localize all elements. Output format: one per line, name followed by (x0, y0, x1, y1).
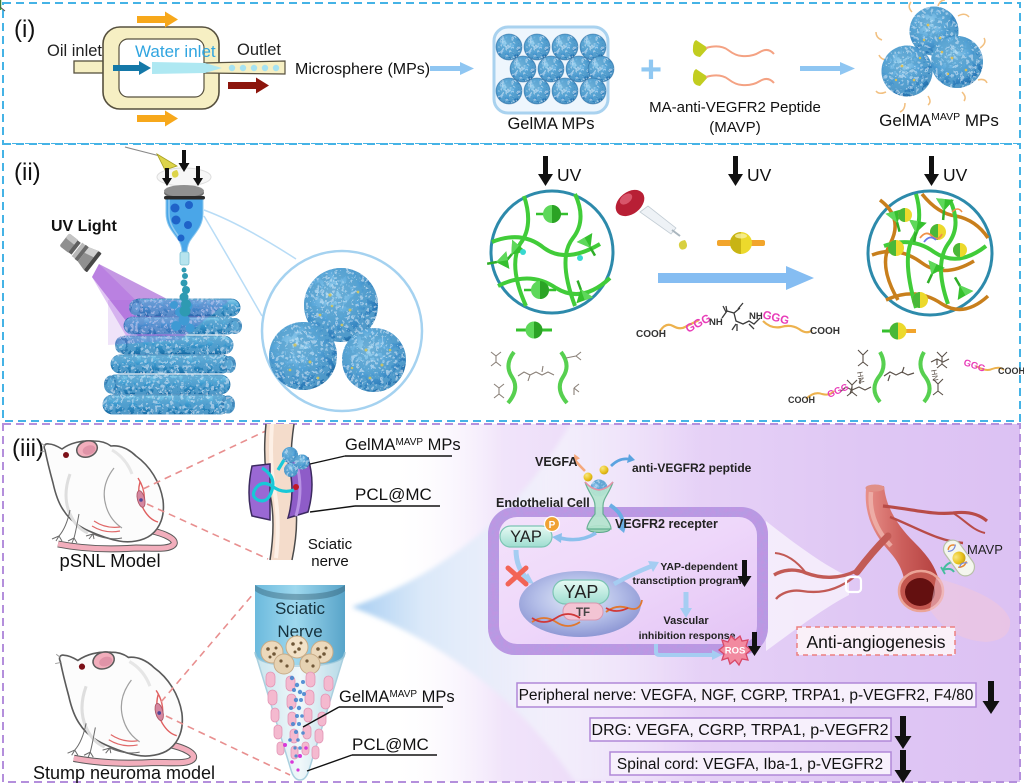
svg-text:UV Light: UV Light (51, 218, 117, 235)
svg-text:Water inlet: Water inlet (135, 42, 216, 61)
svg-text:HN: HN (855, 371, 866, 384)
svg-text:Endothelial Cell: Endothelial Cell (496, 496, 590, 510)
svg-text:Peripheral nerve: VEGFA, NGF,: Peripheral nerve: VEGFA, NGF, CGRP, TRPA… (519, 687, 974, 704)
svg-text:MA-anti-VEGFR2 Peptide: MA-anti-VEGFR2 Peptide (649, 99, 821, 116)
svg-text:UV: UV (557, 165, 582, 185)
svg-text:Vascular: Vascular (663, 615, 709, 627)
svg-text:HN: HN (929, 369, 940, 382)
svg-text:(iii): (iii) (12, 435, 44, 462)
svg-text:YAP: YAP (510, 528, 542, 546)
svg-text:VEGFA: VEGFA (535, 455, 577, 469)
svg-text:GelMAMAVP MPs: GelMAMAVP MPs (345, 436, 461, 454)
svg-text:Nerve: Nerve (277, 622, 322, 641)
svg-text:Stump neuroma model: Stump neuroma model (33, 763, 215, 783)
svg-text:(MAVP): (MAVP) (709, 119, 760, 136)
svg-text:COOH: COOH (636, 329, 666, 340)
svg-text:GelMAMAVP MPs: GelMAMAVP MPs (879, 111, 999, 130)
svg-text:inhibition response: inhibition response (639, 630, 736, 642)
svg-text:PCL@MC: PCL@MC (355, 485, 432, 504)
svg-text:(i): (i) (14, 16, 35, 43)
svg-text:Oil inlet: Oil inlet (47, 42, 102, 60)
svg-text:VEGFR2 recepter: VEGFR2 recepter (615, 517, 718, 531)
svg-text:Anti-angiogenesis: Anti-angiogenesis (806, 632, 945, 652)
svg-text:MAVP: MAVP (967, 542, 1003, 557)
svg-text:YAP: YAP (564, 582, 599, 602)
svg-text:COOH: COOH (788, 395, 815, 405)
svg-text:Spinal cord: VEGFA, Iba-1, p-V: Spinal cord: VEGFA, Iba-1, p-VEGFR2 (617, 756, 883, 773)
svg-text:COOH: COOH (810, 326, 840, 337)
svg-text:TF: TF (576, 607, 590, 619)
svg-text:YAP-dependent: YAP-dependent (660, 561, 738, 573)
svg-text:pSNL Model: pSNL Model (59, 550, 160, 571)
svg-text:(ii): (ii) (14, 159, 41, 186)
svg-text:Sciatic: Sciatic (275, 599, 326, 618)
svg-text:ROS: ROS (725, 646, 746, 657)
svg-text:+: + (640, 49, 662, 91)
svg-text:NH: NH (709, 317, 723, 328)
svg-text:P: P (549, 520, 556, 531)
svg-text:COOH: COOH (998, 366, 1024, 376)
svg-text:GelMAMAVP MPs: GelMAMAVP MPs (339, 688, 455, 706)
svg-text:GelMA MPs: GelMA MPs (507, 115, 594, 133)
svg-text:anti-VEGFR2 peptide: anti-VEGFR2 peptide (632, 461, 752, 475)
svg-text:NH: NH (749, 311, 763, 322)
svg-text:Sciatic: Sciatic (308, 536, 353, 553)
svg-text:Microsphere (MPs): Microsphere (MPs) (295, 61, 430, 78)
svg-text:PCL@MC: PCL@MC (352, 735, 429, 754)
svg-text:nerve: nerve (311, 553, 349, 570)
svg-text:transctiption program: transctiption program (632, 575, 741, 587)
svg-text:DRG: VEGFA, CGRP, TRPA1, p-VEG: DRG: VEGFA, CGRP, TRPA1, p-VEGFR2 (592, 722, 889, 739)
svg-text:Outlet: Outlet (237, 41, 281, 59)
